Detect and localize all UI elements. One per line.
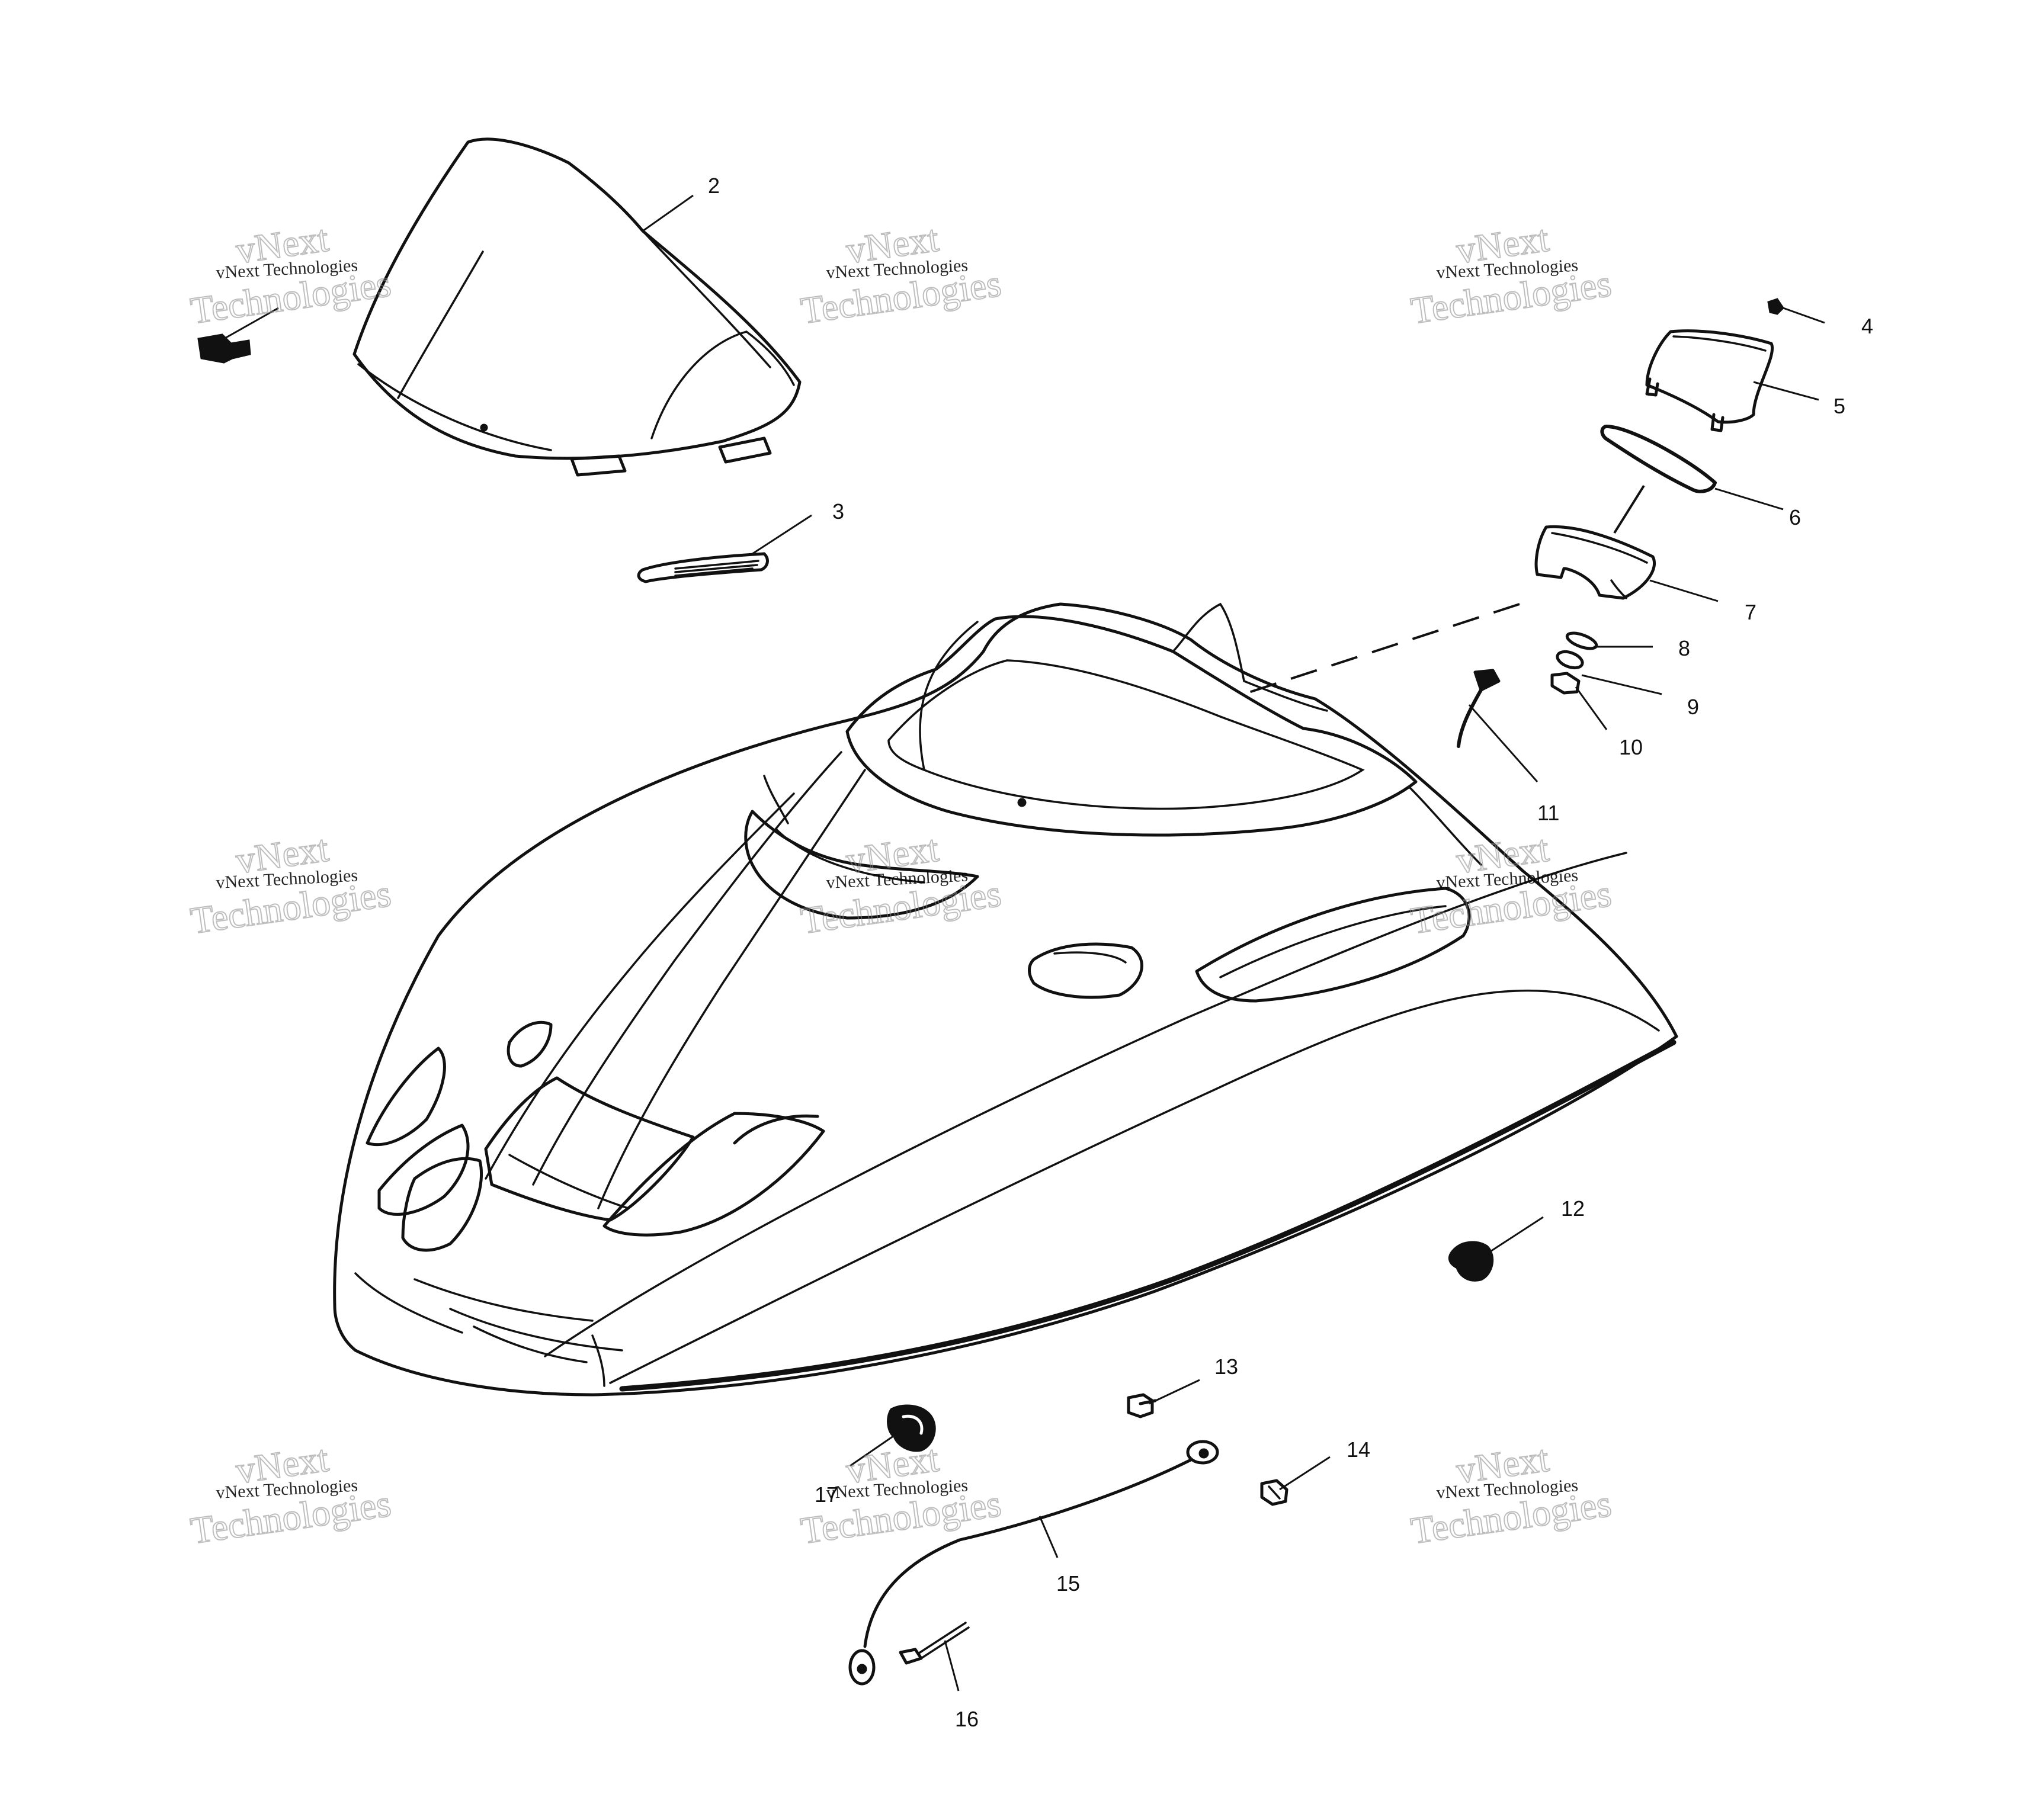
- callout-15: 15: [1056, 1571, 1080, 1596]
- callout-7: 7: [1745, 600, 1756, 624]
- callout-16: 16: [955, 1707, 979, 1731]
- watermark: vNext Technologies vNext Technologies: [797, 216, 1004, 332]
- callout-17: 17: [815, 1482, 838, 1507]
- callout-13: 13: [1214, 1354, 1238, 1379]
- watermark: vNext Technologies vNext Technologies: [187, 1436, 394, 1552]
- assembly-line: [1238, 603, 1520, 697]
- callout-9: 9: [1687, 695, 1699, 719]
- leader-lines: [642, 194, 1825, 1691]
- callout-10: 10: [1619, 735, 1643, 759]
- gauge-parts: [1457, 298, 1784, 748]
- callout-2: 2: [708, 174, 720, 198]
- watermark: vNext Technologies vNext Technologies: [797, 826, 1004, 942]
- watermarks: vNext Technologies vNext Technologies vN…: [187, 216, 1614, 1552]
- watermark: vNext Technologies vNext Technologies: [187, 826, 394, 942]
- watermark: vNext Technologies vNext Technologies: [1408, 216, 1614, 332]
- callout-6: 6: [1789, 505, 1801, 529]
- left-screw: [197, 307, 279, 364]
- callout-4: 4: [1861, 314, 1873, 338]
- callout-5: 5: [1834, 394, 1845, 418]
- callout-labels: 2 3 4 5 6 7 8 9 10 11 12 13 14 15 16 17: [708, 174, 1873, 1731]
- hood: [333, 602, 1678, 1397]
- watermark: vNext Technologies vNext Technologies: [187, 216, 394, 332]
- callout-8: 8: [1678, 636, 1690, 660]
- watermark: vNext Technologies vNext Technologies: [1408, 1436, 1614, 1552]
- callout-12: 12: [1561, 1196, 1585, 1221]
- callout-11: 11: [1537, 801, 1559, 825]
- windshield: [352, 137, 802, 477]
- lower-hardware: [848, 1241, 1494, 1686]
- callout-3: 3: [832, 499, 844, 524]
- trim-strip: [637, 552, 769, 583]
- callout-14: 14: [1347, 1437, 1370, 1462]
